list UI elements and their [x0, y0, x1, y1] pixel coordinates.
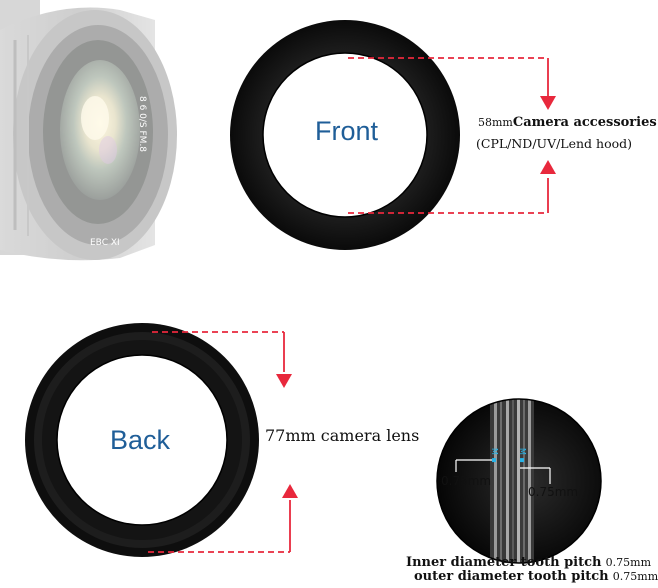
front-guide-lines	[348, 57, 549, 214]
arrow-up-icon	[540, 160, 556, 174]
outer-pitch-label: 0.75mm	[528, 485, 579, 499]
inner-pitch-label: 0.75mm	[441, 474, 492, 488]
front-ring	[230, 20, 460, 250]
size-unit: mm	[492, 116, 513, 129]
back-guide-lines	[148, 331, 291, 553]
size-value: 58	[478, 116, 492, 129]
svg-text:M ▪: M ▪	[518, 448, 527, 463]
svg-text:8 6 0/S FM.8: 8 6 0/S FM.8	[137, 96, 147, 152]
front-spec-text: 58mmCamera accessories	[478, 115, 657, 130]
svg-text:M ▪: M ▪	[490, 448, 499, 463]
thread-detail-view: M ▪ M ▪	[436, 398, 602, 564]
svg-text:EBC XI: EBC XI	[90, 238, 120, 248]
caption-inner: Inner diameter tooth pitch 0.75mm	[406, 555, 651, 570]
accessory-label: Camera accessories	[512, 115, 657, 130]
caption-outer-value: 0.75mm	[612, 570, 658, 583]
caption-outer: outer diameter tooth pitch 0.75mm	[414, 569, 658, 584]
camera-lens-photo: 8 6 0/S FM.8 EBC XI	[0, 0, 177, 261]
arrow-down-icon	[540, 96, 556, 110]
back-lens-text: 77mm camera lens	[265, 426, 420, 445]
product-illustration: 8 6 0/S FM.8 EBC XI	[0, 0, 602, 564]
back-label: Back	[110, 425, 171, 455]
front-label: Front	[315, 116, 379, 146]
arrow-down-icon	[276, 374, 292, 388]
caption-outer-label: outer diameter tooth pitch	[414, 569, 609, 584]
accessory-types: (CPL/ND/UV/Lend hood)	[476, 136, 633, 151]
arrow-up-icon	[282, 484, 298, 498]
caption-inner-label: Inner diameter tooth pitch	[406, 555, 602, 570]
caption-inner-value: 0.75mm	[605, 556, 651, 569]
back-ring	[25, 323, 259, 557]
